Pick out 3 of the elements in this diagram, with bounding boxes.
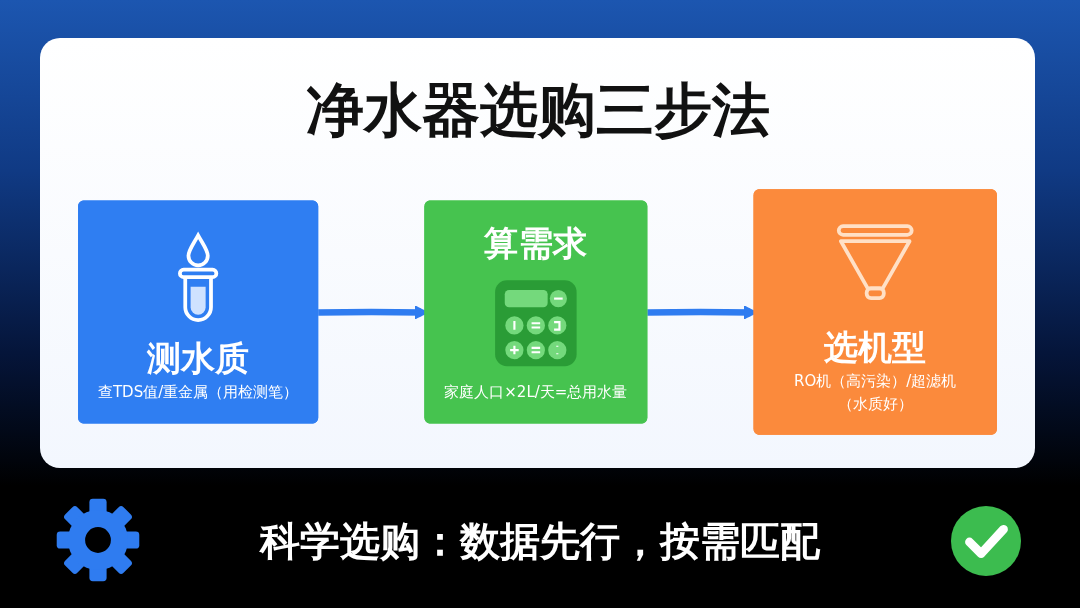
content-panel: 净水器选购三步法 测水质 查TDS值/重金属（用检测笔） 算需求 家庭人口×2L/天=总用水量 选机型 RO机（高污染）/超滤机（水质好） [40,38,1035,468]
diagram-title: 净水器选购三步法 [305,75,770,146]
footer-slogan: 科学选购：数据先行，按需匹配 [260,517,820,566]
